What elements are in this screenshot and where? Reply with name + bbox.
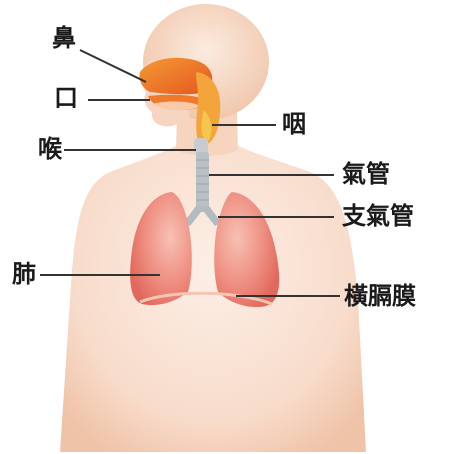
torso-shape bbox=[60, 118, 366, 452]
label-mouth: 口 bbox=[54, 86, 78, 110]
larynx-shape bbox=[194, 138, 208, 154]
label-diaphragm: 橫膈膜 bbox=[344, 284, 416, 308]
label-pharynx: 咽 bbox=[282, 112, 306, 136]
label-bronchus: 支氣管 bbox=[342, 204, 414, 228]
trachea-shape bbox=[196, 152, 209, 212]
label-larynx: 喉 bbox=[38, 137, 62, 161]
label-lung: 肺 bbox=[12, 262, 36, 286]
label-nose: 鼻 bbox=[52, 26, 76, 50]
leader-line-nose bbox=[80, 50, 146, 82]
label-trachea: 氣管 bbox=[342, 162, 390, 186]
